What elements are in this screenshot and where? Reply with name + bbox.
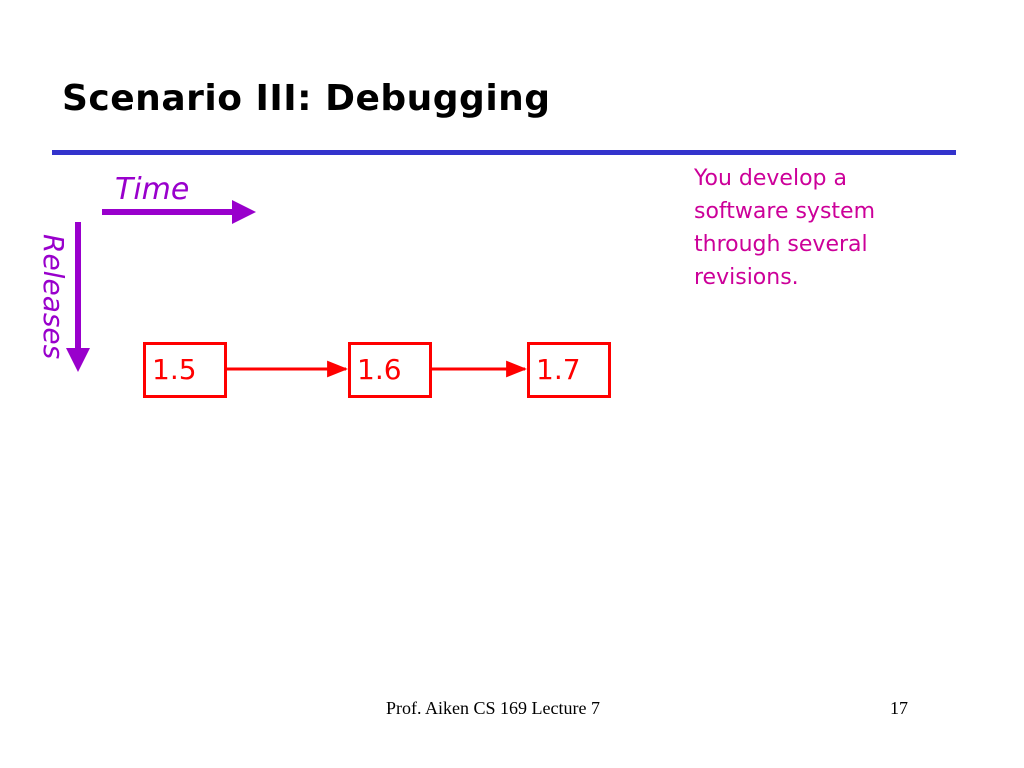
revision-box-3: 1.7 (527, 342, 611, 398)
time-label: Time (115, 172, 190, 207)
revision-box-1: 1.5 (143, 342, 227, 398)
footer-credit: Prof. Aiken CS 169 Lecture 7 (386, 698, 600, 718)
description-line: You develop a (694, 166, 847, 191)
page-number: 17 (890, 698, 908, 718)
description-line: through several (694, 232, 868, 257)
description-line: revisions. (694, 265, 799, 290)
revision-box-2: 1.6 (348, 342, 432, 398)
slide-title: Scenario III: Debugging (62, 78, 551, 119)
releases-label: Releases (37, 234, 70, 360)
description-line: software system (694, 199, 876, 224)
description-text: You develop a software system through se… (694, 162, 954, 294)
title-underline (52, 150, 956, 155)
